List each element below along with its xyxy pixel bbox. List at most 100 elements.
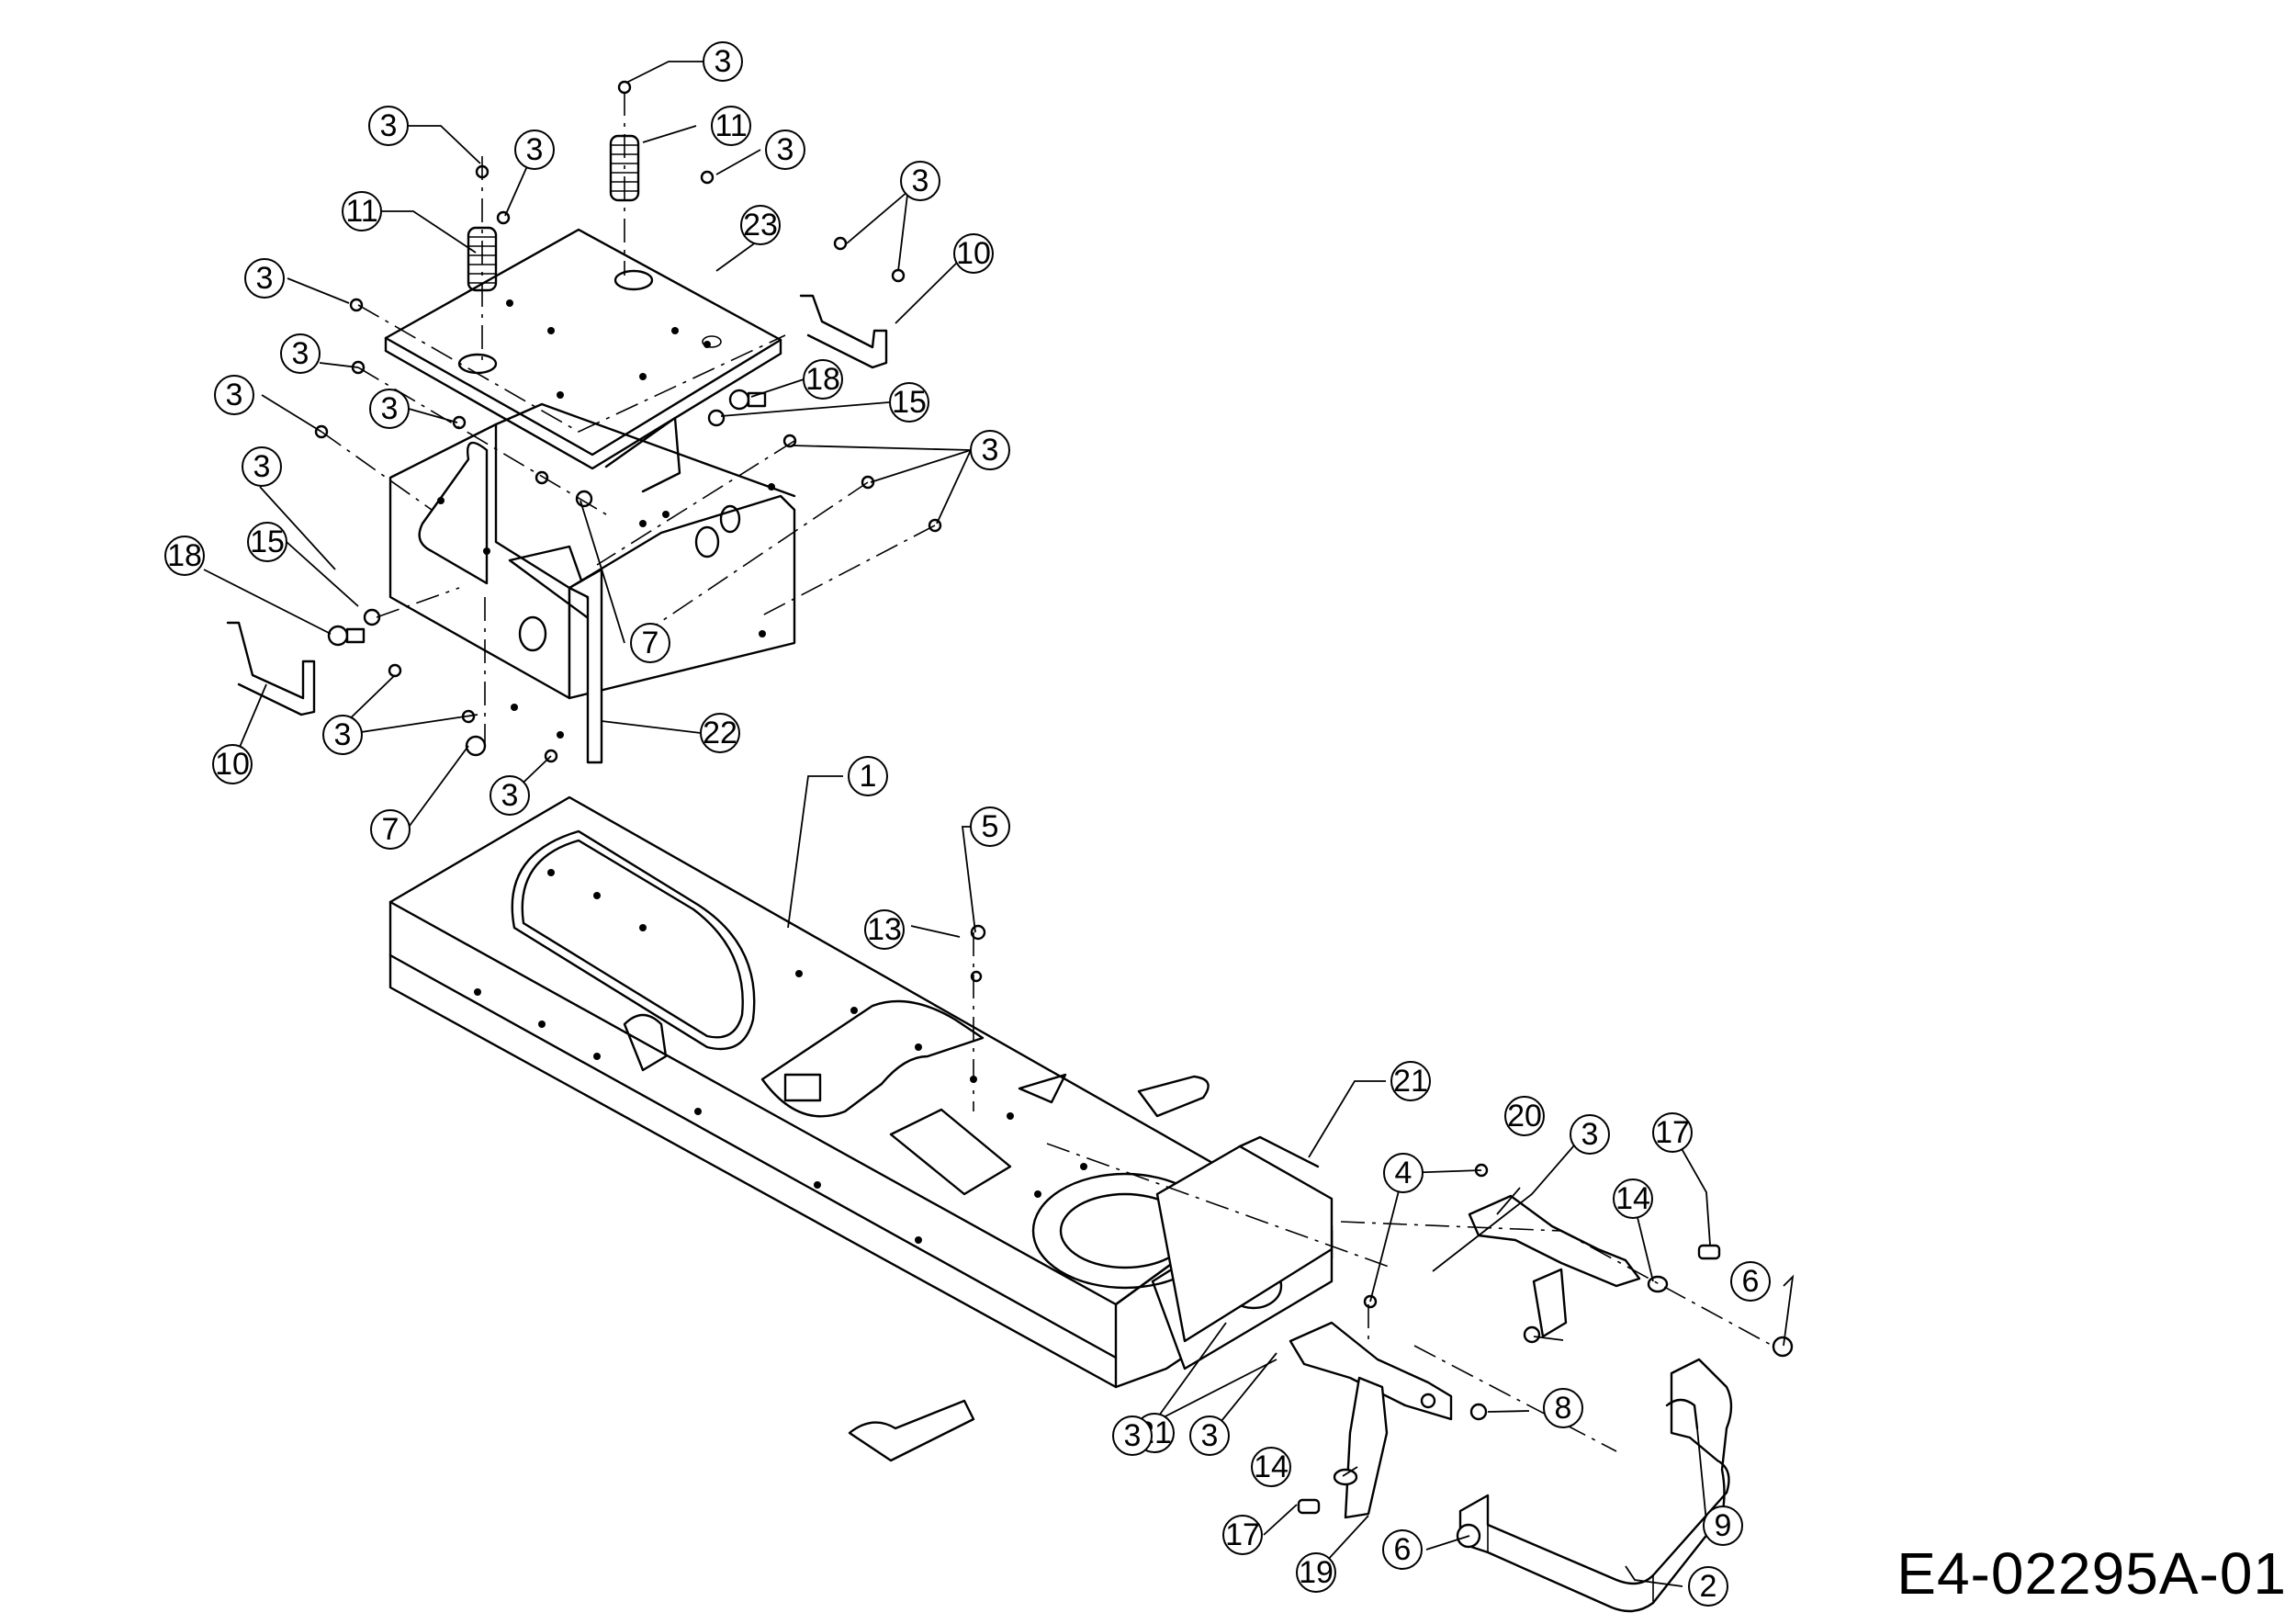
drawing-id-label: E4-02295A-01 — [1896, 1540, 2287, 1607]
svg-text:3: 3 — [715, 44, 732, 79]
assembly-center-lines — [321, 92, 1773, 1452]
svg-text:3: 3 — [1201, 1418, 1219, 1453]
svg-text:17: 17 — [1225, 1517, 1260, 1552]
callout-18: 18 — [164, 536, 205, 576]
svg-text:6: 6 — [1394, 1532, 1412, 1567]
handle-bracket-part-10-b — [799, 294, 888, 369]
callout-3: 3 — [369, 389, 410, 429]
svg-text:15: 15 — [250, 524, 285, 559]
callout-3: 3 — [490, 775, 530, 816]
svg-text:22: 22 — [703, 716, 737, 750]
svg-text:11: 11 — [715, 108, 747, 143]
callout-3: 3 — [1112, 1415, 1153, 1456]
svg-text:19: 19 — [1299, 1555, 1334, 1590]
svg-text:20: 20 — [1507, 1099, 1542, 1133]
svg-text:3: 3 — [526, 132, 544, 167]
callout-3: 3 — [900, 161, 940, 201]
callout-13: 13 — [864, 909, 905, 950]
callout-22: 22 — [700, 713, 740, 753]
axle-bracket-part-20 — [1468, 1194, 1641, 1338]
svg-text:5: 5 — [982, 809, 999, 844]
callout-15: 15 — [889, 382, 929, 423]
svg-text:3: 3 — [982, 433, 999, 468]
svg-text:10: 10 — [956, 236, 991, 271]
callout-14: 14 — [1613, 1179, 1653, 1219]
callout-18: 18 — [803, 359, 843, 400]
callout-3: 3 — [765, 130, 805, 170]
axle-bracket-part-19 — [1289, 1321, 1453, 1519]
svg-text:8: 8 — [1555, 1391, 1572, 1426]
callout-9: 9 — [1703, 1506, 1743, 1546]
callout-6: 6 — [1382, 1529, 1423, 1570]
callout-3: 3 — [970, 430, 1010, 470]
svg-text:14: 14 — [1615, 1181, 1650, 1216]
svg-text:3: 3 — [256, 261, 274, 296]
svg-text:7: 7 — [382, 812, 400, 847]
callout-3: 3 — [244, 258, 285, 299]
svg-text:10: 10 — [215, 747, 250, 782]
handle-bracket-part-10 — [226, 621, 316, 716]
svg-text:3: 3 — [334, 717, 352, 752]
callout-5: 5 — [970, 806, 1010, 847]
callout-10: 10 — [212, 744, 253, 784]
svg-text:3: 3 — [501, 778, 519, 813]
callout-3: 3 — [1189, 1415, 1230, 1456]
svg-text:3: 3 — [1581, 1117, 1599, 1152]
svg-text:3: 3 — [226, 378, 243, 412]
svg-text:3: 3 — [253, 449, 271, 484]
svg-text:3: 3 — [912, 164, 929, 198]
svg-text:13: 13 — [867, 912, 902, 947]
callout-17: 17 — [1222, 1515, 1263, 1555]
callout-3: 3 — [242, 446, 282, 487]
callout-3: 3 — [322, 715, 363, 755]
seat-plate-part-23 — [384, 228, 782, 493]
callout-19: 19 — [1296, 1552, 1336, 1593]
svg-text:14: 14 — [1254, 1449, 1289, 1484]
svg-text:9: 9 — [1715, 1508, 1732, 1543]
front-axle-support-part-21 — [1155, 1135, 1334, 1343]
svg-text:2: 2 — [1700, 1569, 1717, 1604]
callout-11: 11 — [711, 106, 751, 146]
bolt-and-nut-set — [314, 80, 986, 983]
svg-text:3: 3 — [292, 336, 310, 371]
svg-text:3: 3 — [381, 391, 399, 426]
callout-3: 3 — [214, 375, 254, 415]
callout-11: 11 — [342, 191, 382, 231]
callout-7: 7 — [370, 809, 411, 850]
svg-text:18: 18 — [805, 362, 840, 397]
callout-7: 7 — [630, 623, 670, 663]
svg-text:21: 21 — [1393, 1064, 1428, 1099]
callout-14: 14 — [1251, 1447, 1291, 1487]
callout-17: 17 — [1652, 1112, 1693, 1153]
svg-text:18: 18 — [167, 538, 202, 573]
washer-bushing-set — [1297, 1163, 1794, 1549]
svg-text:17: 17 — [1655, 1115, 1690, 1150]
callout-4: 4 — [1383, 1153, 1424, 1193]
callout-3: 3 — [1570, 1114, 1610, 1155]
svg-text:4: 4 — [1395, 1156, 1412, 1190]
callout-3: 3 — [703, 41, 743, 82]
main-frame-part-1 — [388, 795, 1334, 1462]
callout-2: 2 — [1688, 1566, 1728, 1607]
callout-3: 3 — [280, 333, 321, 374]
svg-text:7: 7 — [642, 626, 659, 660]
callout-23: 23 — [740, 205, 781, 245]
svg-text:23: 23 — [743, 208, 778, 242]
callout-6: 6 — [1730, 1261, 1771, 1302]
callout-20: 20 — [1504, 1096, 1545, 1136]
svg-text:15: 15 — [892, 385, 927, 420]
svg-text:6: 6 — [1742, 1264, 1760, 1299]
front-bumper-part-2 — [1458, 1358, 1733, 1613]
svg-text:3: 3 — [777, 132, 794, 167]
callout-1: 1 — [848, 756, 888, 796]
svg-text:11: 11 — [345, 194, 377, 229]
svg-text:1: 1 — [860, 759, 877, 794]
callout-15: 15 — [247, 522, 287, 562]
svg-text:3: 3 — [1124, 1418, 1142, 1453]
callout-8: 8 — [1543, 1388, 1583, 1428]
callout-10: 10 — [953, 233, 994, 274]
callout-21: 21 — [1390, 1061, 1431, 1101]
callout-3: 3 — [514, 130, 555, 170]
callout-3: 3 — [368, 106, 409, 146]
